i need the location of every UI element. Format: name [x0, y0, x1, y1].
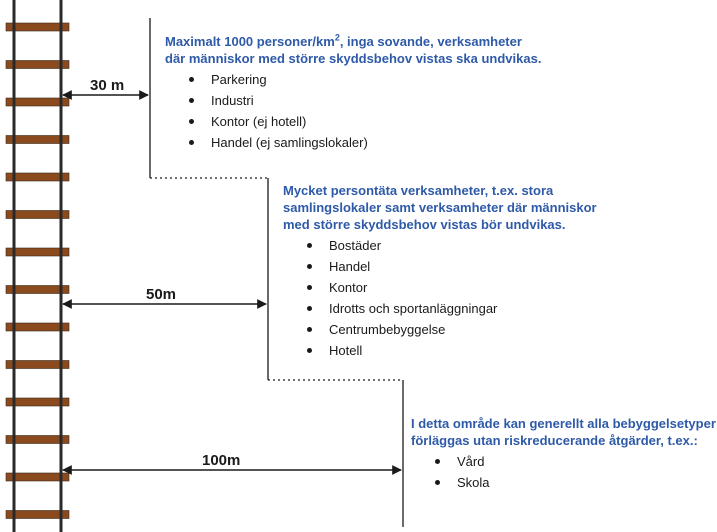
zone3-description: I detta område kan generellt alla bebygg…	[411, 415, 716, 493]
zone1-heading: Maximalt 1000 personer/km2, inga sovande…	[165, 32, 542, 66]
railway-sleeper	[5, 397, 70, 407]
railway-sleeper	[5, 210, 70, 219]
list-item: Parkering	[165, 69, 541, 90]
distance-label-100m: 100m	[202, 452, 241, 469]
railway-sleeper	[5, 322, 70, 332]
railway-sleepers	[5, 22, 70, 519]
list-item: Centrumbebyggelse	[283, 319, 597, 340]
distance-label-30m: 30 m	[90, 77, 125, 94]
zone1-list: Parkering Industri Kontor (ej hotell) Ha…	[165, 69, 541, 153]
railway-sleeper	[5, 472, 70, 482]
railway-sleeper	[5, 22, 70, 32]
list-item: Bostäder	[283, 235, 597, 256]
distance-label-50m: 50m	[146, 286, 177, 303]
railway-sleeper	[5, 360, 70, 369]
list-item: Industri	[165, 90, 541, 111]
zone3-list: Vård Skola	[411, 451, 716, 493]
zone2-heading: Mycket persontäta verksamheter, t.ex. st…	[283, 183, 597, 232]
railway-sleeper	[5, 435, 70, 444]
zone2-description: Mycket persontäta verksamheter, t.ex. st…	[283, 182, 597, 361]
list-item: Handel (ej samlingslokaler)	[165, 132, 541, 153]
zone3-heading: I detta område kan generellt alla bebygg…	[411, 416, 716, 448]
zone2-list: Bostäder Handel Kontor Idrotts och sport…	[283, 235, 597, 361]
list-item: Vård	[411, 451, 716, 472]
railway-sleeper	[5, 172, 70, 182]
list-item: Kontor	[283, 277, 597, 298]
railway-sleeper	[5, 60, 70, 69]
zone1-description: Maximalt 1000 personer/km2, inga sovande…	[165, 33, 541, 153]
railway-sleeper	[5, 135, 70, 144]
list-item: Kontor (ej hotell)	[165, 111, 541, 132]
list-item: Handel	[283, 256, 597, 277]
railway-sleeper	[5, 510, 70, 519]
list-item: Skola	[411, 472, 716, 493]
list-item: Idrotts och sportanläggningar	[283, 298, 597, 319]
railway-sleeper	[5, 97, 70, 107]
railway-sleeper	[5, 285, 70, 294]
railway-sleeper	[5, 247, 70, 257]
list-item: Hotell	[283, 340, 597, 361]
